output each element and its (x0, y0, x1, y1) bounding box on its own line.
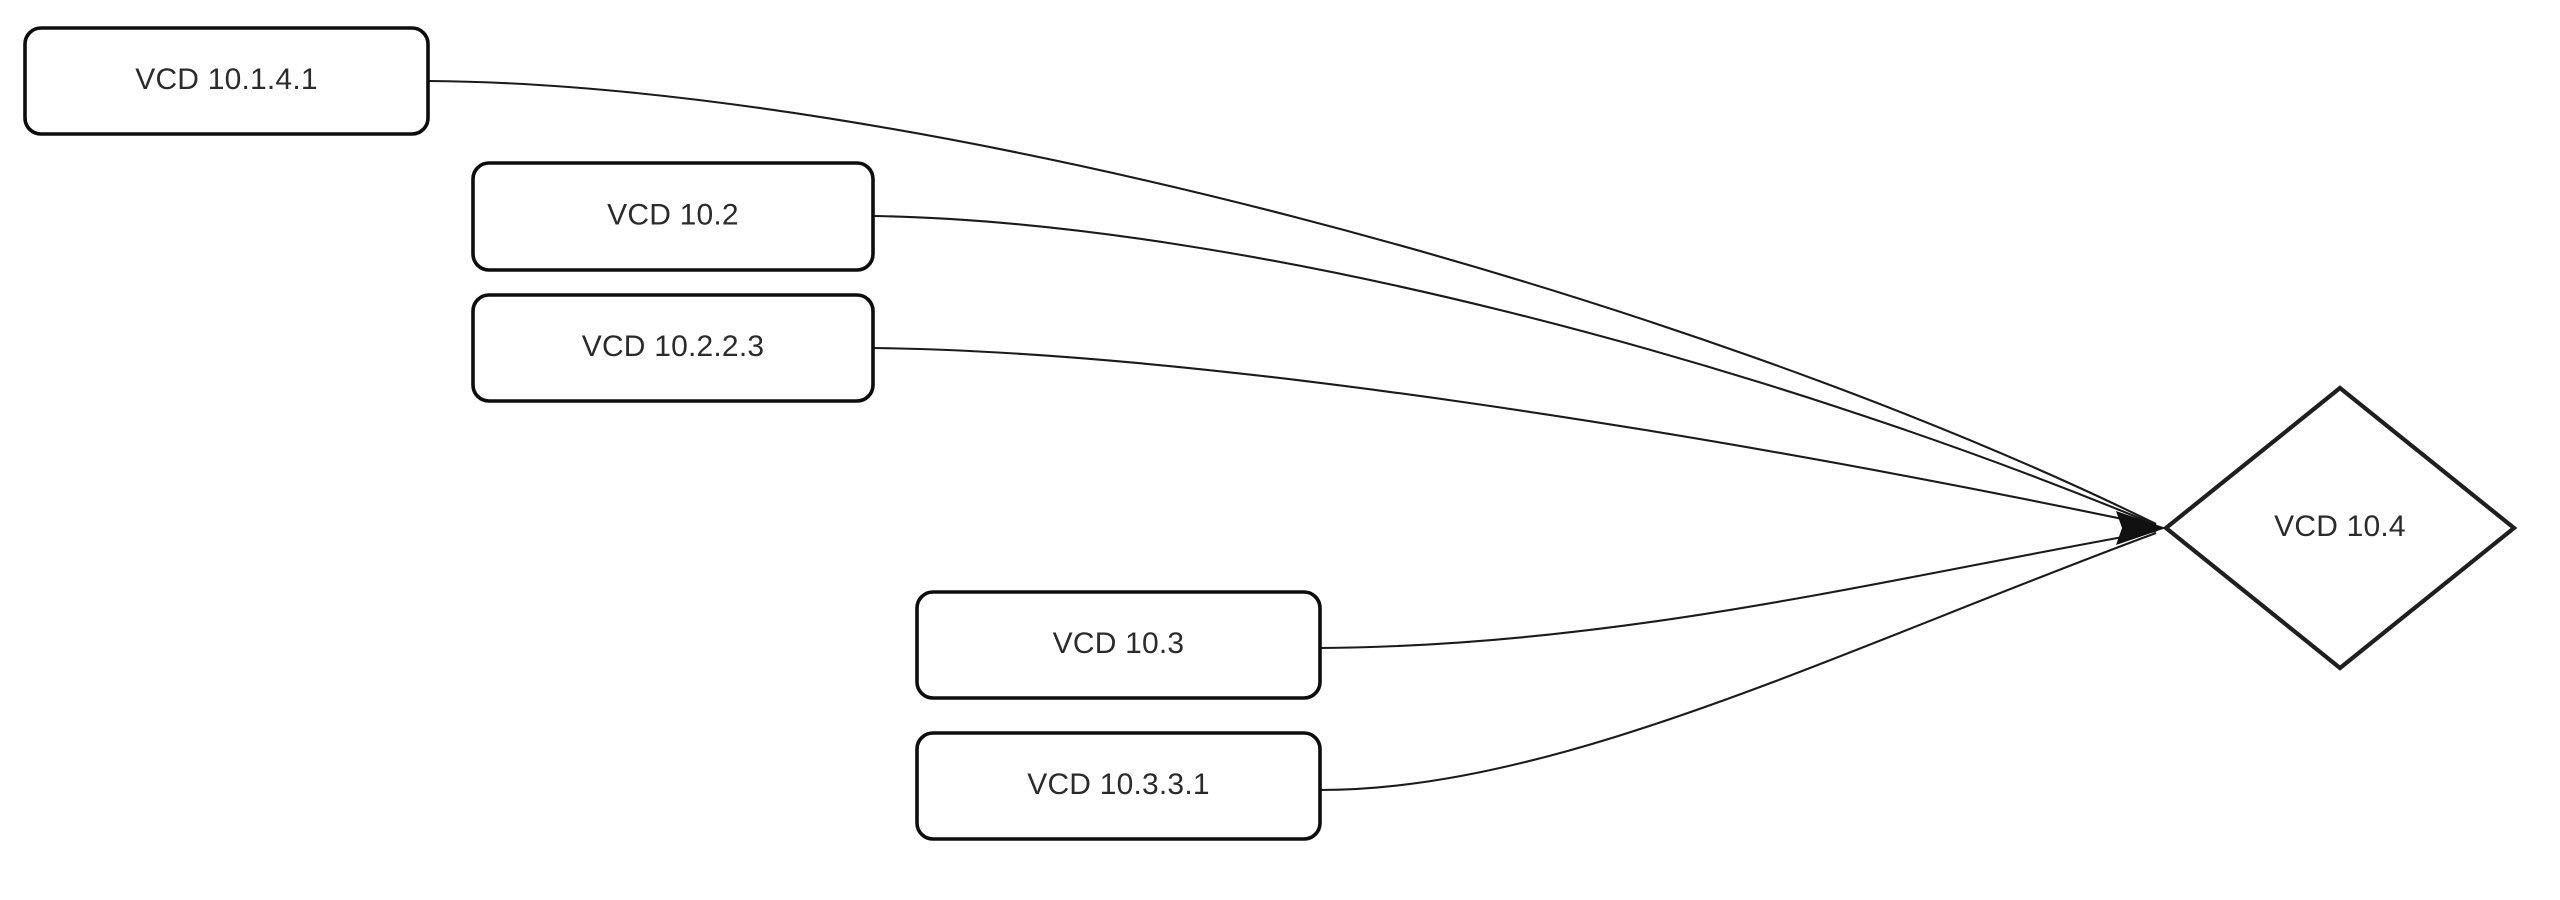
edge-vcd-10-2-2-3-to-vcd-10-4[interactable] (872, 346, 2157, 528)
node-vcd-10-4-shape[interactable] (2162, 385, 2518, 671)
node-vcd-10-2-2-3-label: VCD 10.2.2.3 (582, 330, 765, 363)
node-vcd-10-3[interactable]: VCD 10.3 (915, 590, 1322, 700)
edge-vcd-10-3-3-1-to-vcd-10-4[interactable] (1319, 532, 2157, 792)
node-vcd-10-2-shape[interactable] (471, 161, 875, 272)
node-layer: VCD 10.1.4.1 VCD 10.2 VCD 10.2.2.3 VCD 1… (23, 26, 2518, 841)
node-vcd-10-4-label: VCD 10.4 (2274, 510, 2406, 543)
node-vcd-10-3-shape[interactable] (915, 590, 1322, 700)
node-vcd-10-2-2-3-shape[interactable] (471, 293, 875, 403)
node-vcd-10-1-4-1[interactable]: VCD 10.1.4.1 (23, 26, 430, 136)
edge-layer (427, 79, 2166, 792)
edge-arrowhead-icon (2116, 511, 2166, 545)
edge-vcd-10-2-to-vcd-10-4[interactable] (872, 214, 2157, 526)
node-vcd-10-1-4-1-label: VCD 10.1.4.1 (135, 63, 318, 96)
edge-vcd-10-3-to-vcd-10-4[interactable] (1319, 529, 2157, 650)
node-vcd-10-2-2-3[interactable]: VCD 10.2.2.3 (471, 293, 875, 403)
node-vcd-10-3-3-1-shape[interactable] (915, 731, 1322, 841)
node-vcd-10-2-label: VCD 10.2 (607, 198, 739, 231)
node-vcd-10-4[interactable]: VCD 10.4 (2162, 385, 2518, 671)
node-vcd-10-3-3-1-label: VCD 10.3.3.1 (1027, 768, 1210, 801)
node-vcd-10-1-4-1-shape[interactable] (23, 26, 430, 136)
node-vcd-10-3-3-1[interactable]: VCD 10.3.3.1 (915, 731, 1322, 841)
node-vcd-10-2[interactable]: VCD 10.2 (471, 161, 875, 272)
edge-vcd-10-1-4-1-to-vcd-10-4[interactable] (427, 79, 2157, 525)
node-vcd-10-3-label: VCD 10.3 (1053, 627, 1185, 660)
